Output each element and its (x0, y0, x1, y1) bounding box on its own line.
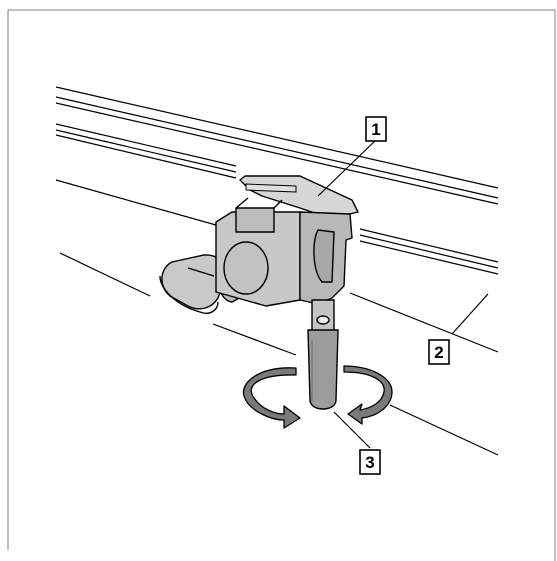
pin (307, 299, 339, 410)
rotation-arrows (242, 365, 393, 429)
clamp-body (215, 175, 359, 307)
callout-2-label: 2 (434, 343, 443, 362)
callout-3: 3 (359, 449, 381, 475)
callout-1: 1 (365, 116, 387, 142)
frame-border (7, 9, 556, 561)
leader-lines (317, 139, 489, 449)
callout-1-label: 1 (371, 120, 380, 139)
callout-3-label: 3 (365, 453, 374, 472)
callout-2: 2 (428, 339, 450, 365)
rail-lines (55, 86, 499, 456)
